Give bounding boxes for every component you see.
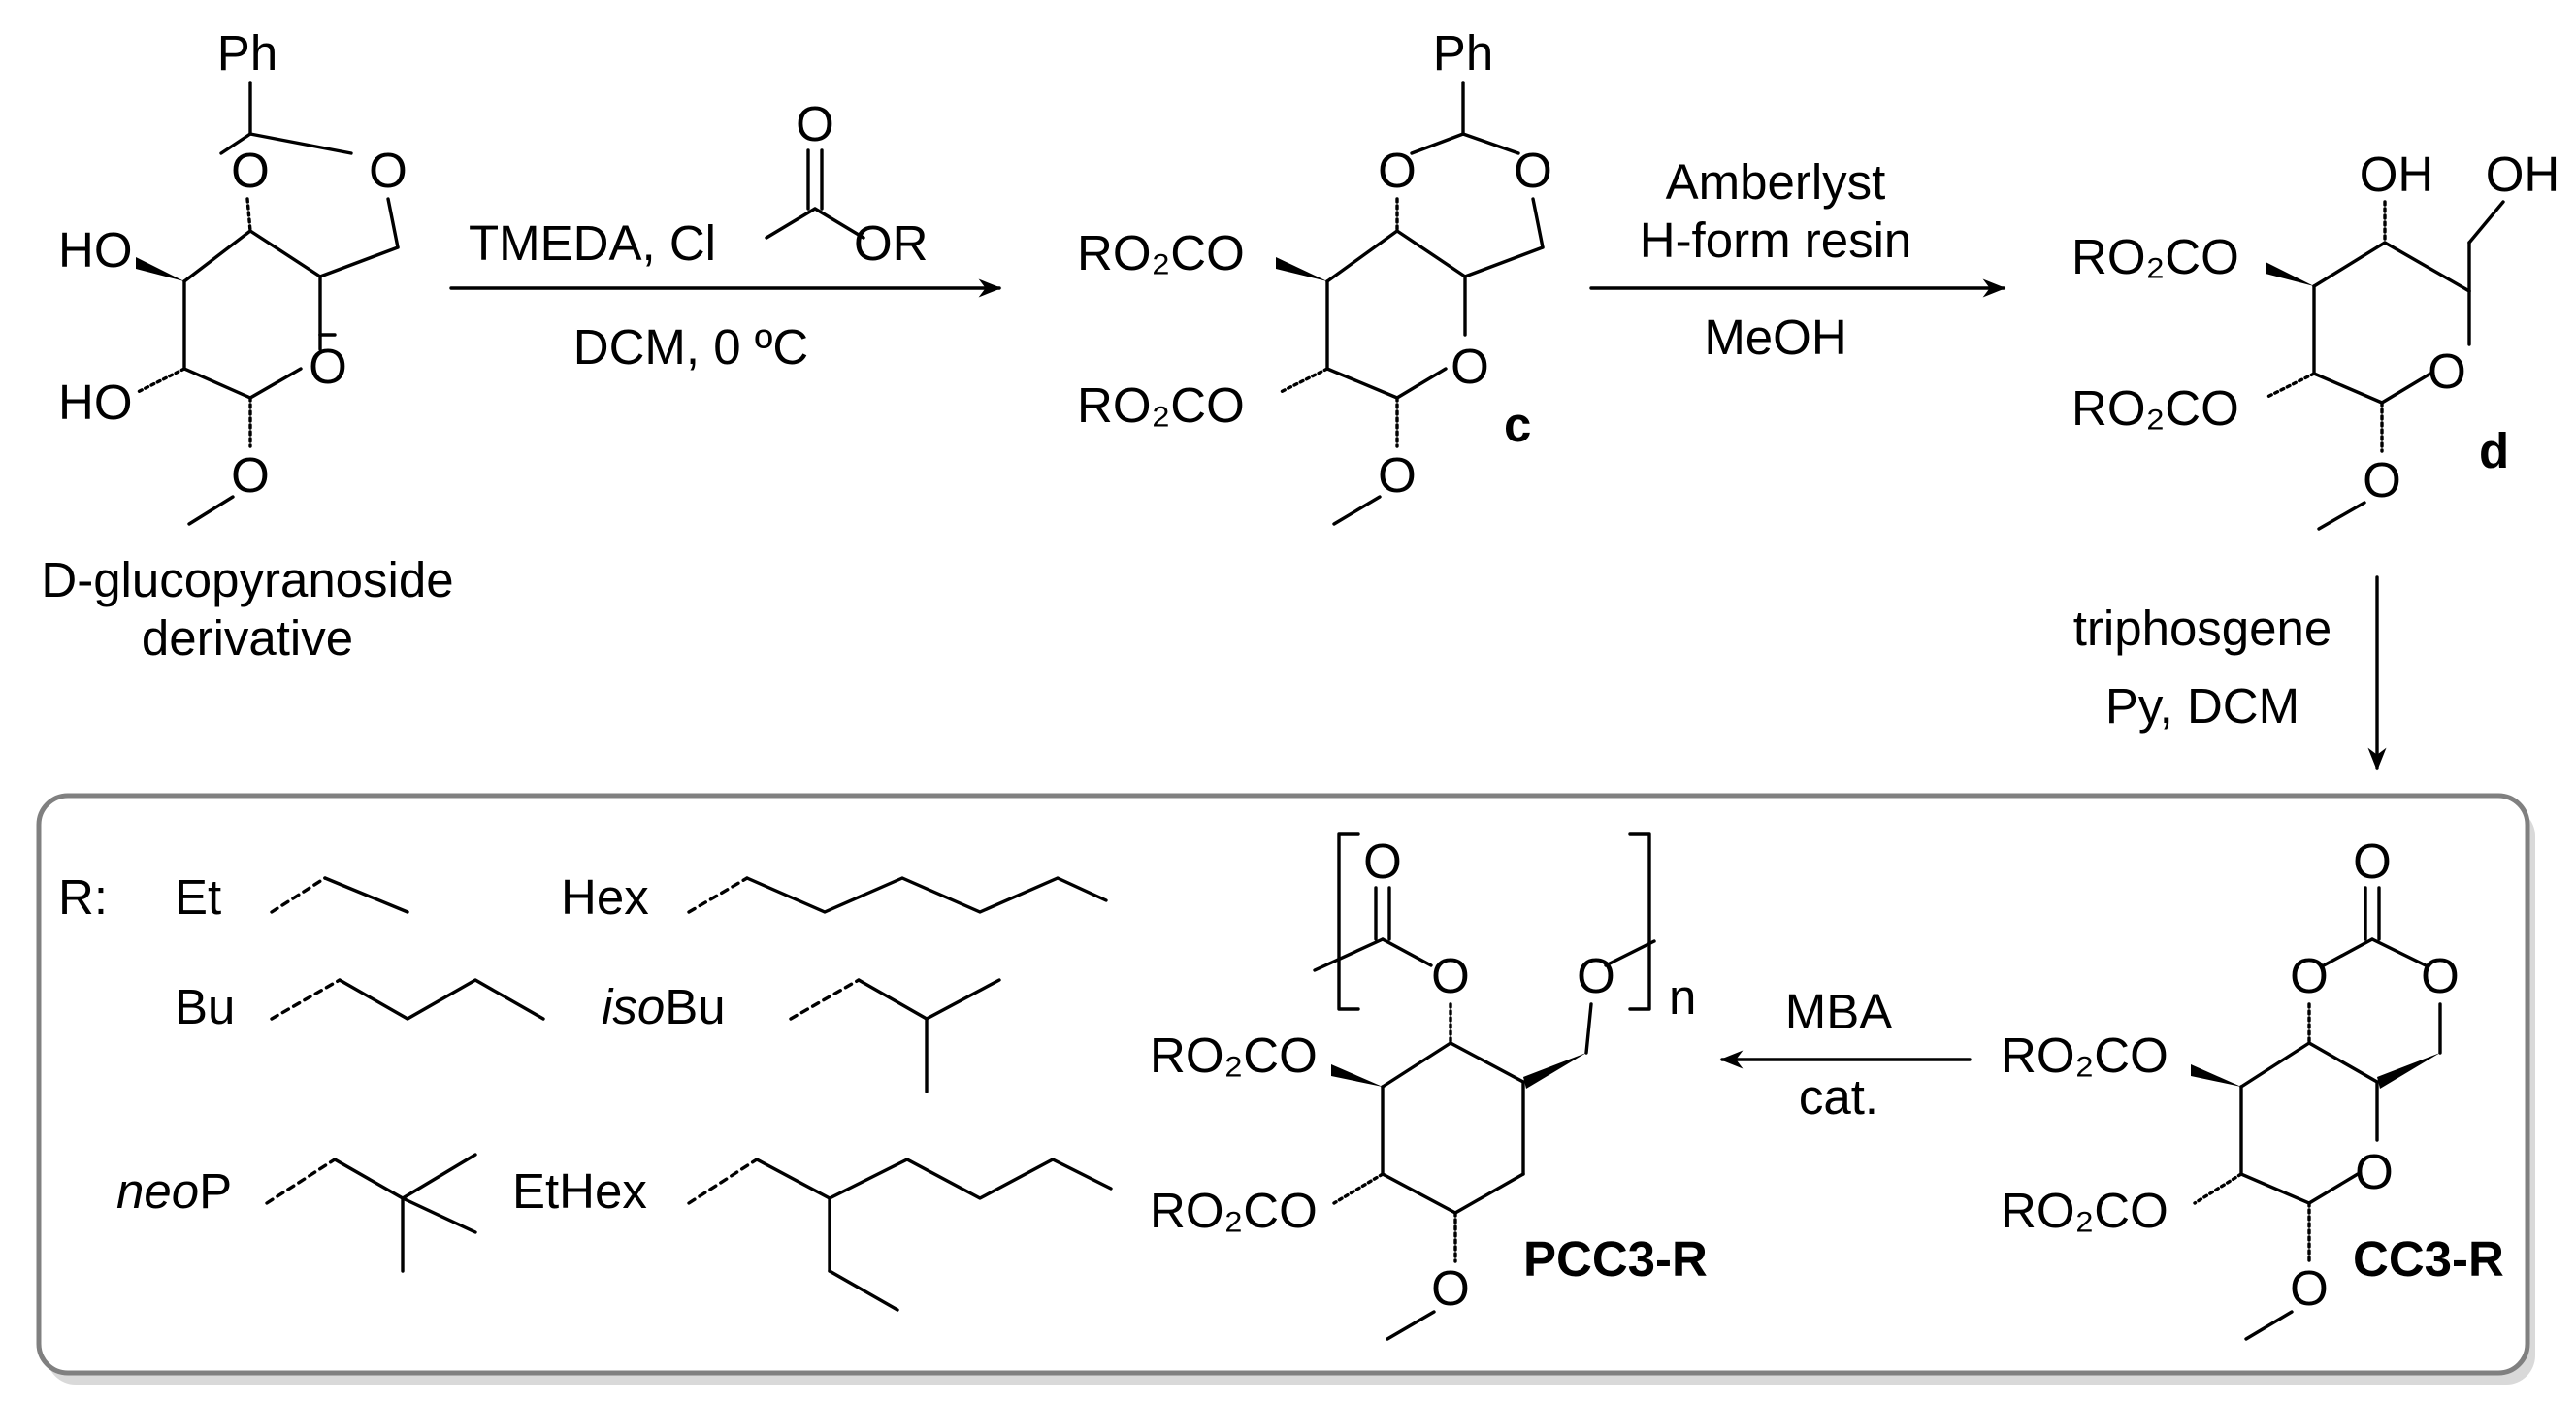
r-prefix: R: xyxy=(58,869,108,925)
r-group-neop: neoP xyxy=(116,1163,232,1219)
ring-oxygen: O xyxy=(2421,948,2460,1003)
compound-c-label: c xyxy=(1504,397,1531,452)
phenyl-label: Ph xyxy=(1433,25,1493,81)
step1-or: OR xyxy=(854,215,929,271)
carbonyl-oxygen: O xyxy=(2353,833,2392,889)
ro2co-label: RO₂CO xyxy=(2071,380,2239,436)
ring-oxygen: O xyxy=(2355,1144,2394,1199)
ring-oxygen: O xyxy=(1451,339,1489,394)
hydroxyl-label: OH xyxy=(2486,147,2560,202)
step2-arrow-group: Amberlyst H-form resin MeOH xyxy=(1589,154,2006,365)
ring-oxygen: O xyxy=(231,143,270,198)
r-group-isobu: isoBu xyxy=(602,979,726,1034)
ring-oxygen: O xyxy=(1431,948,1470,1003)
ro2co-label: RO₂CO xyxy=(2001,1183,2168,1238)
start-material-structure: Ph O O O HO HO O D-glucopyranoside deriv… xyxy=(41,25,453,666)
ring-oxygen: O xyxy=(2428,343,2466,399)
step3-arrow-group: triphosgene Py, DCM xyxy=(2073,575,2387,771)
ro2co-label: RO₂CO xyxy=(1077,225,1245,280)
step2-line1: Amberlyst xyxy=(1666,154,1886,210)
step3-line1: triphosgene xyxy=(2073,601,2332,656)
methoxy-oxygen: O xyxy=(2290,1260,2329,1316)
ring-oxygen: O xyxy=(1514,143,1552,198)
ro2co-label: RO₂CO xyxy=(1077,377,1245,433)
step1-reagent: TMEDA, Cl xyxy=(469,215,716,271)
r-group-hex: Hex xyxy=(561,869,649,925)
step1-conditions: DCM, 0 ºC xyxy=(573,319,808,375)
hydroxyl-label: HO xyxy=(58,375,133,430)
step4-line2: cat. xyxy=(1799,1069,1878,1125)
hydroxyl-label: OH xyxy=(2360,147,2434,202)
hydroxyl-label: HO xyxy=(58,222,133,277)
repeat-n: n xyxy=(1669,969,1696,1025)
methoxy-oxygen: O xyxy=(2363,452,2401,507)
start-name-line1: D-glucopyranoside xyxy=(41,552,453,607)
ro2co-label: RO₂CO xyxy=(1150,1183,1318,1238)
ring-oxygen: O xyxy=(309,339,347,394)
monomer-label: CC3-R xyxy=(2353,1231,2504,1287)
r-group-et: Et xyxy=(175,869,221,925)
compound-c-structure: Ph O O O RO₂CO RO₂CO O c xyxy=(1077,25,1552,526)
ro2co-label: RO₂CO xyxy=(2071,229,2239,284)
polymer-structure: n O O O RO₂CO RO₂CO O PCC3-R xyxy=(1150,832,1708,1341)
r-group-ethex: EtHex xyxy=(512,1163,647,1219)
start-name-line2: derivative xyxy=(142,610,353,666)
compound-d-label: d xyxy=(2479,423,2509,478)
methoxy-oxygen: O xyxy=(1378,447,1417,503)
step3-line2: Py, DCM xyxy=(2105,678,2299,734)
carbonyl-oxygen: O xyxy=(796,96,834,151)
compound-d-structure: OH OH O RO₂CO RO₂CO O d xyxy=(2071,147,2560,531)
step4-line1: MBA xyxy=(1785,984,1893,1039)
methoxy-oxygen: O xyxy=(1431,1260,1470,1316)
phenyl-label: Ph xyxy=(217,25,277,81)
r-group-isobu-rest: Bu xyxy=(665,979,725,1034)
r-group-neop-italic: neo xyxy=(116,1163,199,1219)
step2-line3: MeOH xyxy=(1704,310,1846,365)
ring-oxygen: O xyxy=(2290,948,2329,1003)
r-group-isobu-italic: iso xyxy=(602,979,665,1034)
ro2co-label: RO₂CO xyxy=(1150,1028,1318,1083)
r-group-bu: Bu xyxy=(175,979,235,1034)
step2-line2: H-form resin xyxy=(1640,212,1912,268)
ring-oxygen: O xyxy=(1577,948,1615,1003)
polymer-label: PCC3-R xyxy=(1523,1231,1708,1287)
carbonyl-oxygen: O xyxy=(1363,833,1402,889)
ring-oxygen: O xyxy=(1378,143,1417,198)
ro2co-label: RO₂CO xyxy=(2001,1028,2168,1083)
step1-arrow-group: TMEDA, Cl O OR DCM, 0 ºC xyxy=(449,96,1002,375)
ring-oxygen: O xyxy=(369,143,408,198)
product-box xyxy=(36,793,2530,1376)
r-group-neop-rest: P xyxy=(199,1163,232,1219)
monomer-structure: O O O O RO₂CO RO₂CO O CC3-R xyxy=(2001,833,2504,1341)
r-group-legend: R: Et Hex Bu isoBu neoP EtHex xyxy=(58,869,1113,1312)
methoxy-oxygen: O xyxy=(231,447,270,503)
step4-arrow-group: MBA cat. xyxy=(1719,984,1972,1125)
